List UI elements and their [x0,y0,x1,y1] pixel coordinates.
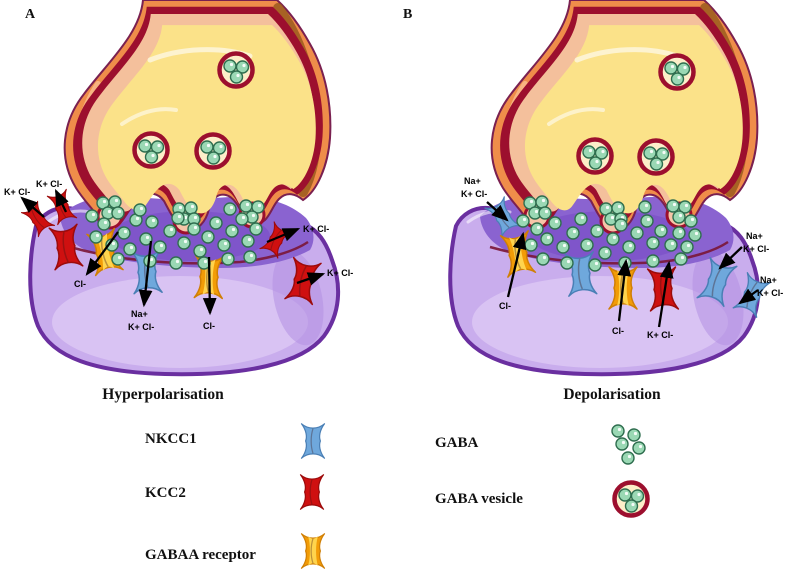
nkcc1-label: NKCC1 [145,431,197,447]
ion-label: K+ Cl- [757,288,783,298]
ion-labels-b: Na+ K+ Cl- Cl- Cl- K+ Cl- Na+ K+ Cl- Na+… [461,176,783,340]
gaba-vesicle-legend-icon [615,483,648,516]
gaba-vesicle [579,140,612,173]
gaba-vesicle [640,141,673,174]
panel-a-caption: Hyperpolarisation [102,386,224,403]
kcc2-legend-icon [301,475,324,509]
ion-label: Cl- [74,279,86,289]
ion-flux-arrows-a [20,188,326,316]
panel-b: Na+ K+ Cl- Cl- Cl- K+ Cl- Na+ K+ Cl- Na+… [403,0,783,403]
gaba-vesicle [661,56,694,89]
gabaa-receptor-label: GABAA receptor [145,547,256,563]
ion-label: K+ Cl- [36,179,62,189]
legend-row-gaba: GABA [435,424,646,465]
gaba-legend-icon [611,424,646,465]
presynaptic-terminal [492,0,758,229]
legend-row-gabaa: GABAA receptor [145,534,324,568]
ion-label: Na+ [760,275,777,285]
gaba-vesicle-label: GABA vesicle [435,491,523,507]
legend: NKCC1 KCC2 GABAA receptor GABA GABA vesi… [145,424,648,568]
gaba-vesicle [135,134,168,167]
gabaa-receptor-legend-icon [302,534,325,568]
ion-label: K+ Cl- [647,330,673,340]
ion-flux-arrows-b [486,201,759,328]
ion-label: Na+ [746,231,763,241]
legend-row-kcc2: KCC2 [145,475,323,509]
ion-label: K+ Cl- [303,224,329,234]
ion-label: Cl- [499,301,511,311]
ion-label: Na+ [464,176,481,186]
legend-row-nkcc1: NKCC1 [145,424,324,458]
ion-label: K+ Cl- [743,244,769,254]
ion-label: Na+ [131,309,148,319]
kcc2-label: KCC2 [145,485,186,501]
panel-b-letter: B [403,7,412,22]
ion-labels-a: K+ Cl- K+ Cl- Cl- Na+ K+ Cl- Cl- K+ Cl- … [4,179,353,332]
ion-label: Cl- [612,326,624,336]
panel-a-letter: A [25,7,36,22]
panel-b-caption: Depolarisation [563,386,661,403]
nkcc1-legend-icon [302,424,325,458]
ion-label: K+ Cl- [461,189,487,199]
legend-row-gaba-vesicle: GABA vesicle [435,483,648,516]
ion-label: K+ Cl- [327,268,353,278]
gaba-vesicle [220,54,253,87]
ion-label: K+ Cl- [128,322,154,332]
ion-label: K+ Cl- [4,187,30,197]
gaba-label: GABA [435,435,479,451]
ion-label: Cl- [203,321,215,331]
panel-a: K+ Cl- K+ Cl- Cl- Na+ K+ Cl- Cl- K+ Cl- … [4,0,353,403]
presynaptic-terminal [65,0,331,229]
gaba-vesicle [197,135,230,168]
